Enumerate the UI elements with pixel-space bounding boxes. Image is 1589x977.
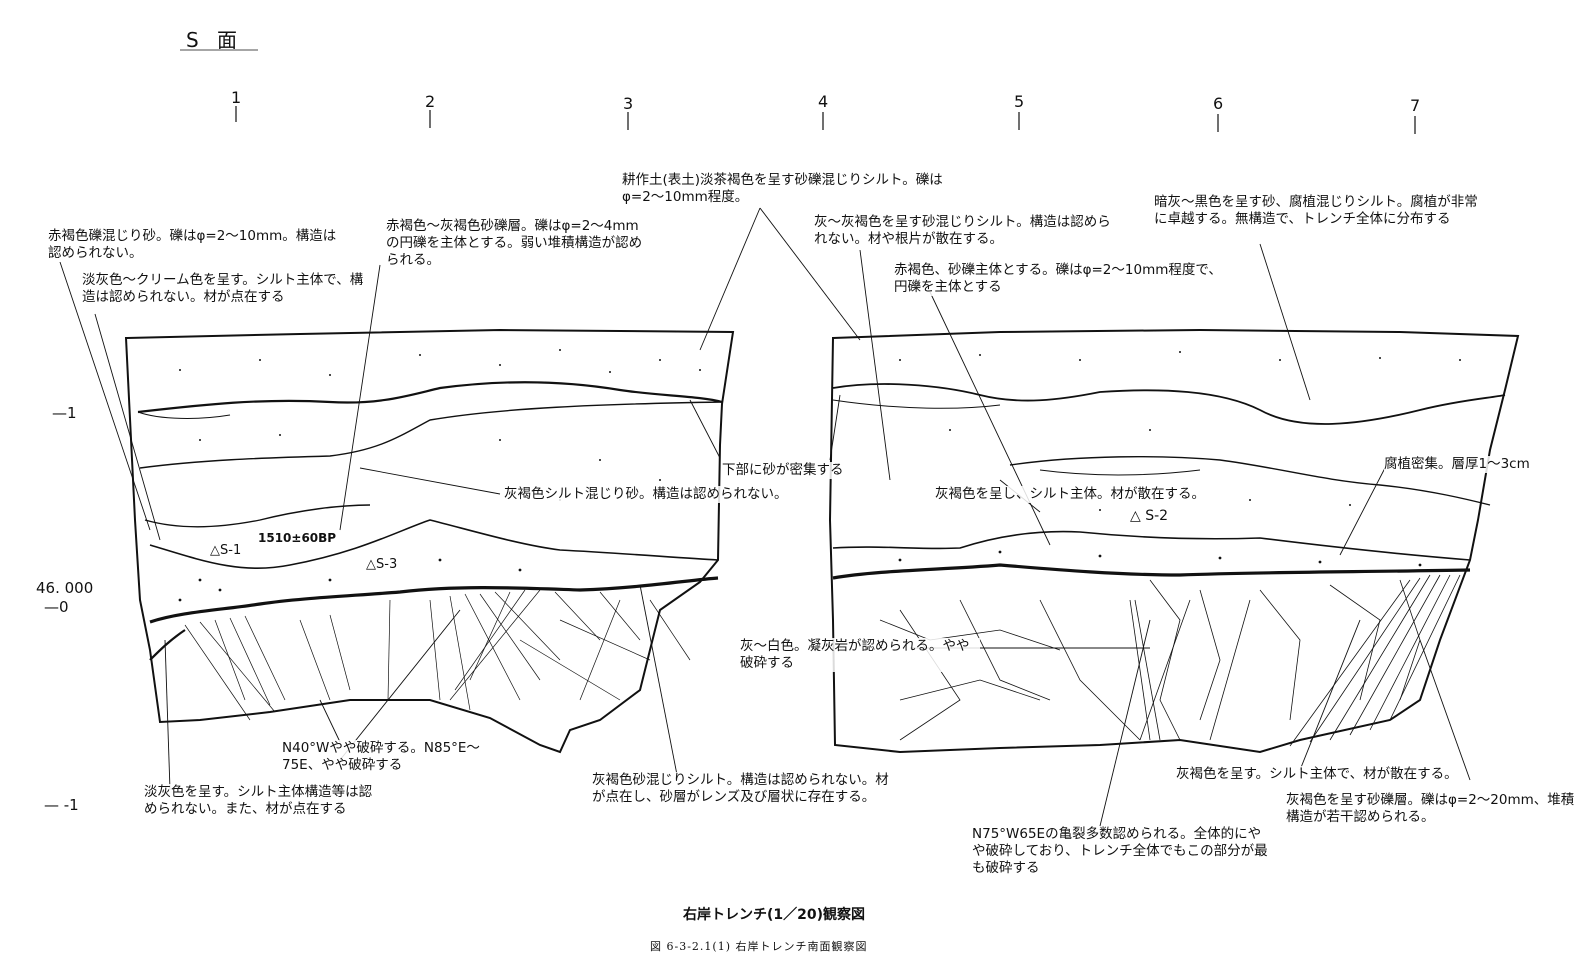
column-number: 5 [1014, 92, 1025, 111]
column-number: 7 [1410, 96, 1421, 115]
note-pale-cream: 淡灰色～クリーム色を呈す。シルト主体で、構造は認められない。材が点在する [82, 272, 372, 306]
elevation-label: —1 [52, 404, 77, 422]
note-fracture-center: N75°W65Eの亀裂多数認められる。全体的にやや破砕しており、トレンチ全体でも… [972, 826, 1272, 877]
note-gray-silt-right: 灰褐色を呈す。シルト主体で、材が散在する。 [1176, 766, 1458, 783]
note-gray-sandy-silt: 灰褐色砂混じりシルト。構造は認められない。材が点在し、砂層がレンズ及び層状に存在… [592, 772, 892, 806]
figure-caption: 図 6-3-2.1(1) 右岸トレンチ南面観察図 [650, 940, 868, 953]
note-gray-sand-silt: 灰～灰褐色を呈す砂混じりシルト。構造は認められない。材や根片が散在する。 [814, 214, 1114, 248]
column-number: 4 [818, 92, 829, 111]
note-tuff: 灰～白色。凝灰岩が認められる。やや破砕する [740, 638, 980, 672]
note-red-gray-gravel: 赤褐色～灰褐色砂礫層。礫はφ=2～4mmの円礫を主体とする。弱い堆積構造が認めら… [386, 218, 646, 269]
note-fracture-left: N40°Wやや破砕する。N85°E～75E、やや破砕する [282, 740, 502, 774]
elevation-label: — -1 [44, 796, 79, 814]
radiocarbon-date: 1510±60BP [258, 531, 337, 545]
figure-title: 右岸トレンチ(1／20)観察図 [683, 907, 866, 923]
note-red-gravel-sand: 赤褐色礫混じり砂。礫はφ=2～10mm。構造は認められない。 [48, 228, 348, 262]
elevation-label: —0 [44, 598, 69, 616]
column-number: 2 [425, 92, 436, 111]
note-topsoil: 耕作土(表土)淡茶褐色を呈す砂礫混じりシルト。礫はφ=2～10mm程度。 [622, 172, 952, 206]
note-gray-silty-sand: 灰褐色シルト混じり砂。構造は認められない。 [504, 486, 788, 503]
face-label: S 面 [186, 28, 244, 52]
elevation-label: 46. 000 [36, 579, 94, 597]
note-gray-silt-wood: 灰褐色を呈し、シルト主体。材が散在する。 [935, 486, 1205, 503]
sample-marker: △ S-2 [1130, 508, 1169, 524]
right-panel [828, 328, 1520, 754]
note-humus-dense: 腐植密集。層厚1～3cm [1384, 456, 1530, 473]
note-dark-humus: 暗灰～黒色を呈す砂、腐植混じりシルト。腐植が非常に卓越する。無構造で、トレンチ全… [1154, 194, 1484, 228]
left-panel [124, 328, 735, 754]
sample-marker: △S-3 [366, 557, 398, 572]
column-number: 1 [231, 88, 242, 107]
column-number: 6 [1213, 94, 1224, 113]
note-pale-gray-bottom: 淡灰色を呈す。シルト主体構造等は認められない。また、材が点在する [144, 784, 384, 818]
note-red-gravel-main: 赤褐色、砂礫主体とする。礫はφ=2～10mm程度で、円礫を主体とする [894, 262, 1224, 296]
note-sand-dense: 下部に砂が密集する [722, 462, 844, 479]
note-gray-gravel-right: 灰褐色を呈す砂礫層。礫はφ=2～20mm、堆積構造が若干認められる。 [1286, 792, 1586, 826]
sample-marker: △S-1 [210, 543, 242, 558]
column-number: 3 [623, 94, 634, 113]
